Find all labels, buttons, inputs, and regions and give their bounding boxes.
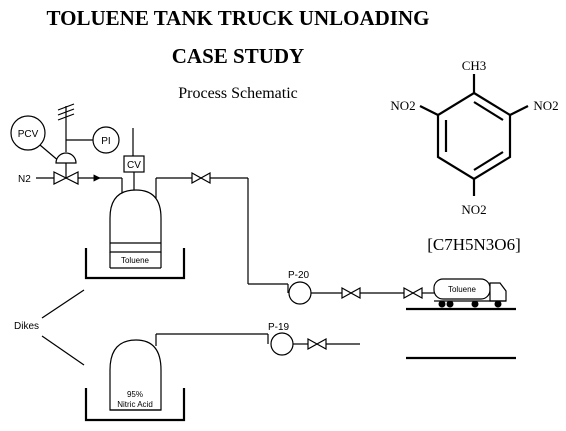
truck-label: Toluene — [448, 285, 477, 294]
title-line-1: TOLUENE TANK TRUCK UNLOADING — [47, 6, 430, 30]
dikes-label: Dikes — [14, 321, 39, 332]
no2-right-label: NO2 — [533, 98, 558, 113]
dikes-leader-lower — [41, 335, 85, 366]
cv-label: CV — [127, 160, 141, 171]
title-line-2: CASE STUDY — [172, 44, 304, 68]
valve-p19-b — [315, 337, 327, 351]
valve-p20-a — [341, 286, 353, 300]
toluene-dike — [84, 248, 186, 280]
pcv-bubble — [10, 115, 46, 151]
nitric-dike — [84, 388, 186, 422]
ch3-label: CH3 — [462, 58, 487, 73]
pi-label: PI — [101, 136, 110, 147]
pcv-actuator — [55, 152, 77, 164]
p19-label: P-19 — [268, 322, 290, 333]
subtitle: Process Schematic — [178, 85, 298, 102]
valve-truck-b — [411, 286, 423, 300]
benzene-ring — [436, 91, 512, 181]
pcv-label: PCV — [18, 129, 39, 140]
toluene-tank-label: Toluene — [121, 256, 150, 265]
no2-bottom-label: NO2 — [461, 202, 486, 217]
tnt-molecule: CH3 NO2 NO2 NO2 [C7H5N3O6] — [390, 58, 558, 254]
pcv-valve-left — [53, 171, 68, 185]
p20-pump — [288, 281, 312, 305]
nitric-label-line1: 95% — [127, 390, 143, 399]
valve-tank-outlet-b — [199, 171, 211, 185]
toluene-tank: Toluene — [109, 189, 162, 269]
valve-truck-a — [403, 286, 415, 300]
p20-label: P-20 — [288, 270, 310, 281]
p19-pump — [270, 332, 294, 356]
valve-tank-outlet-a — [191, 171, 203, 185]
valve-p20-b — [349, 286, 361, 300]
valve-p19-a — [307, 337, 319, 351]
nitric-acid-tank: 95% Nitric Acid — [109, 339, 162, 411]
molecular-formula: [C7H5N3O6] — [427, 235, 521, 254]
dikes-leader-upper — [41, 289, 85, 319]
pi-instrument: PI — [92, 126, 120, 154]
pcv-valve-right — [64, 171, 79, 185]
no2-left-label: NO2 — [390, 98, 415, 113]
n2-label: N2 — [18, 174, 31, 185]
nitric-label-line2: Nitric Acid — [117, 400, 153, 409]
pcv-instrument: PCV — [10, 115, 46, 151]
toluene-tank-truck: Toluene — [433, 278, 507, 308]
